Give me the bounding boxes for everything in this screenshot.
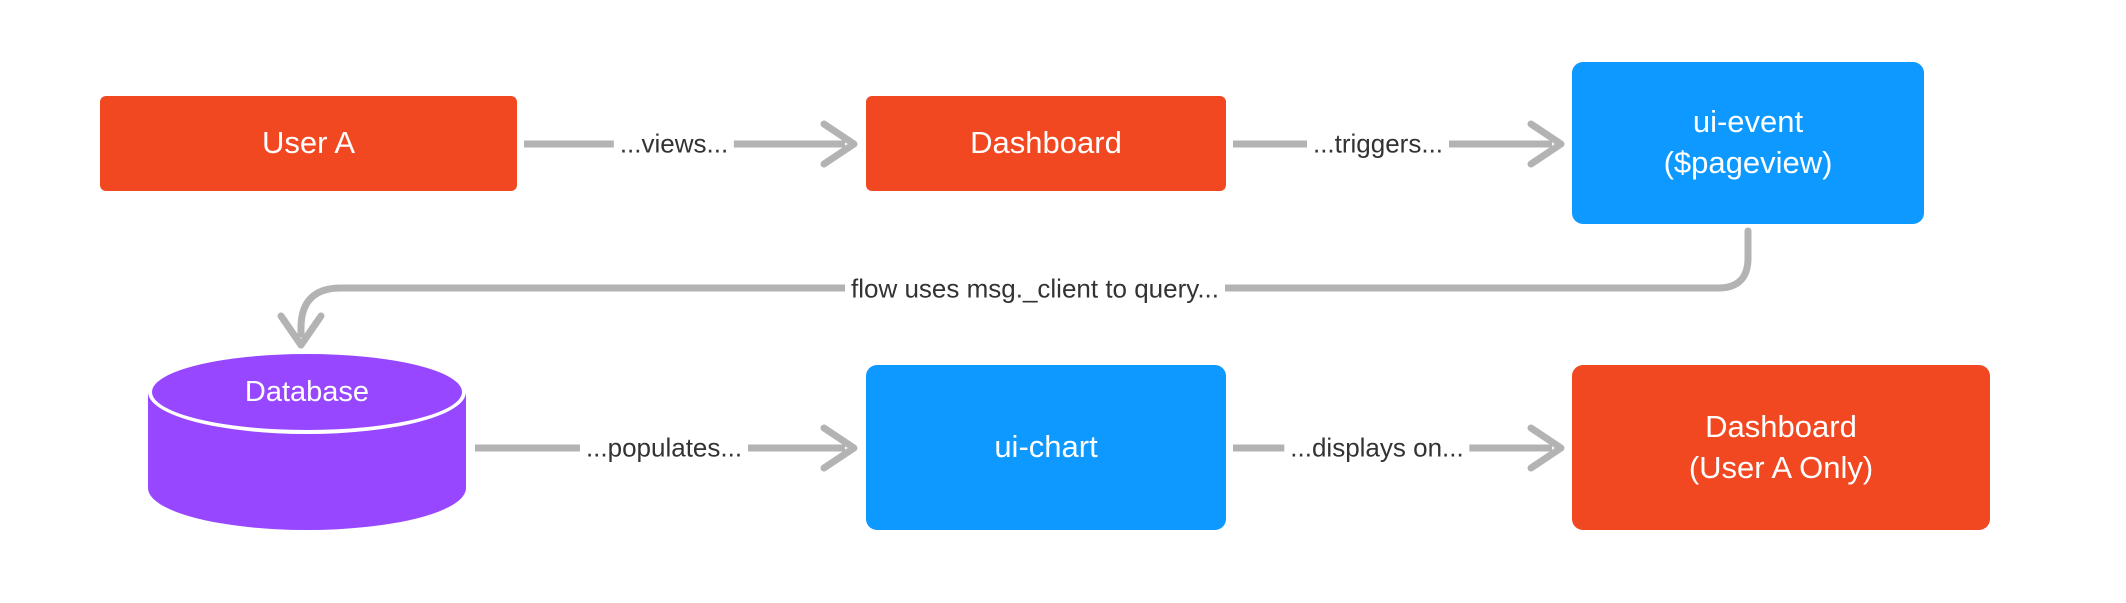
node-ui-event-label: ui-event (1692, 104, 1804, 140)
node-dashboard-top[interactable]: Dashboard (866, 96, 1226, 191)
edge-label-views: ...views... (613, 128, 735, 160)
node-user-a-label: User A (261, 125, 356, 161)
edge-label-populates: ...populates... (579, 432, 749, 464)
node-ui-chart[interactable]: ui-chart (866, 365, 1226, 530)
node-database[interactable]: Database (148, 350, 466, 530)
node-user-a[interactable]: User A (100, 96, 517, 191)
node-dashboard-user-a-label: Dashboard (1705, 408, 1857, 444)
node-ui-chart-label: ui-chart (994, 429, 1098, 465)
node-database-label: Database (244, 376, 370, 408)
node-dashboard-top-label: Dashboard (970, 125, 1122, 161)
edge-label-displays-on: ...displays on... (1284, 432, 1470, 464)
node-dashboard-user-a-sublabel: (User A Only) (1688, 449, 1874, 485)
node-dashboard-user-a[interactable]: Dashboard (User A Only) (1572, 365, 1990, 530)
edge-label-triggers: ...triggers... (1306, 128, 1450, 160)
node-ui-event[interactable]: ui-event ($pageview) (1572, 62, 1924, 224)
edge-label-flow-query: flow uses msg._client to query... (844, 273, 1226, 305)
database-cylinder-top (148, 350, 466, 434)
node-ui-event-sublabel: ($pageview) (1663, 145, 1833, 180)
